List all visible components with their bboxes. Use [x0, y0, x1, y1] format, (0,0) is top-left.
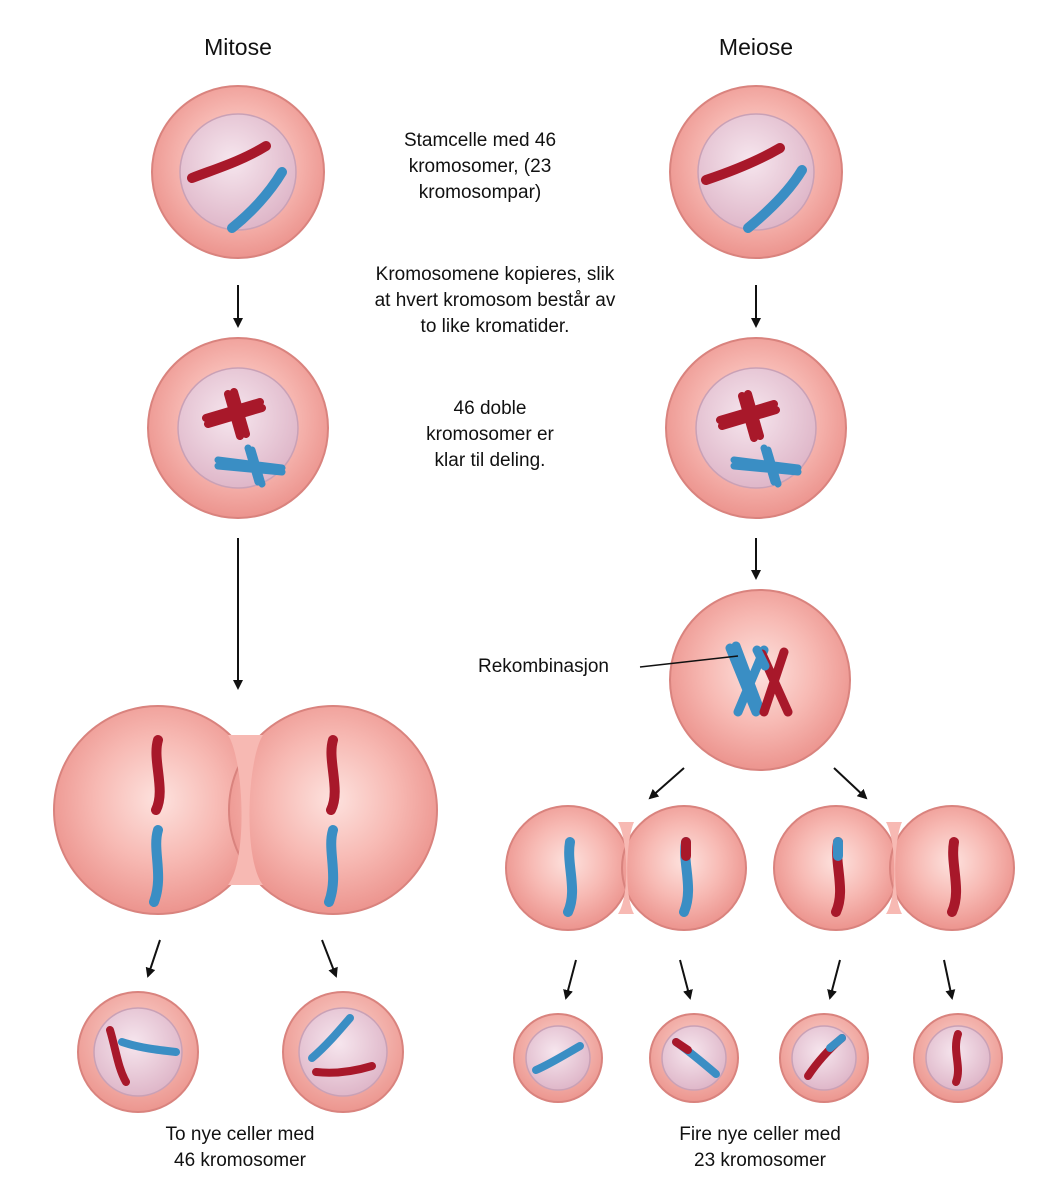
mitosis-result-caption: To nye celler med 46 kromosomer	[165, 1124, 315, 1171]
meiosis-result-caption: Fire nye celler med 23 kromosomer	[679, 1124, 841, 1171]
meiosis-dividing-cell-left	[505, 805, 747, 931]
mitosis-daughter-cell-2	[282, 991, 404, 1113]
meiosis-final-cell-2	[649, 1013, 739, 1103]
blue-doubled-chromosome	[730, 444, 802, 488]
meiosis-recombination-cell	[669, 589, 851, 771]
blue-chromosome	[149, 825, 164, 907]
red-doubled-chromosome	[202, 388, 266, 440]
red-chromosome	[326, 735, 340, 815]
meiosis-final-cell-1	[513, 1013, 603, 1103]
mitosis-dividing-cell	[53, 705, 438, 915]
arrow-meiosis-4a	[563, 959, 577, 1000]
arrow-mitosis-3b	[321, 939, 338, 978]
mitosis-stem-cell	[151, 85, 325, 259]
arrow-mitosis-3a	[145, 939, 161, 978]
red-chromosome	[701, 143, 785, 185]
meiosis-final-cell-3	[779, 1013, 869, 1103]
meiosis-dividing-cell-right	[773, 805, 1015, 931]
blue-chromosome	[227, 167, 287, 233]
mitosis-header: Mitose	[204, 34, 272, 60]
meiosis-header: Meiose	[718, 34, 794, 60]
arrow-meiosis-4d	[943, 959, 956, 1000]
blue-doubled-chromosome	[214, 444, 286, 488]
blue-chromosome	[743, 165, 807, 233]
recombination-pointer	[639, 655, 739, 668]
stem-cell-description: Stamcelle med 46 kromosomer, (23 kromoso…	[403, 130, 557, 203]
arrow-meiosis-3a	[648, 767, 685, 800]
arrow-meiosis-3b	[833, 767, 868, 800]
red-chromosome	[151, 735, 165, 815]
red-doubled-chromosome	[716, 390, 780, 442]
arrow-meiosis-4b	[679, 959, 693, 1000]
copying-description: Kromosomene kopieres, slik at hvert krom…	[374, 264, 616, 337]
blue-chromosome	[324, 825, 339, 907]
red-chromosome	[187, 141, 271, 183]
mitosis-daughter-cell-1	[77, 991, 199, 1113]
ready-description: 46 doble kromosomer er klar til deling.	[426, 398, 554, 471]
meiosis-stem-cell	[669, 85, 843, 259]
meiosis-final-cell-4	[913, 1013, 1003, 1103]
mitosis-doubled-cell	[147, 337, 329, 519]
arrow-meiosis-4c	[827, 959, 841, 1000]
meiosis-doubled-cell	[665, 337, 847, 519]
recombination-label: Rekombinasjon	[478, 656, 609, 677]
